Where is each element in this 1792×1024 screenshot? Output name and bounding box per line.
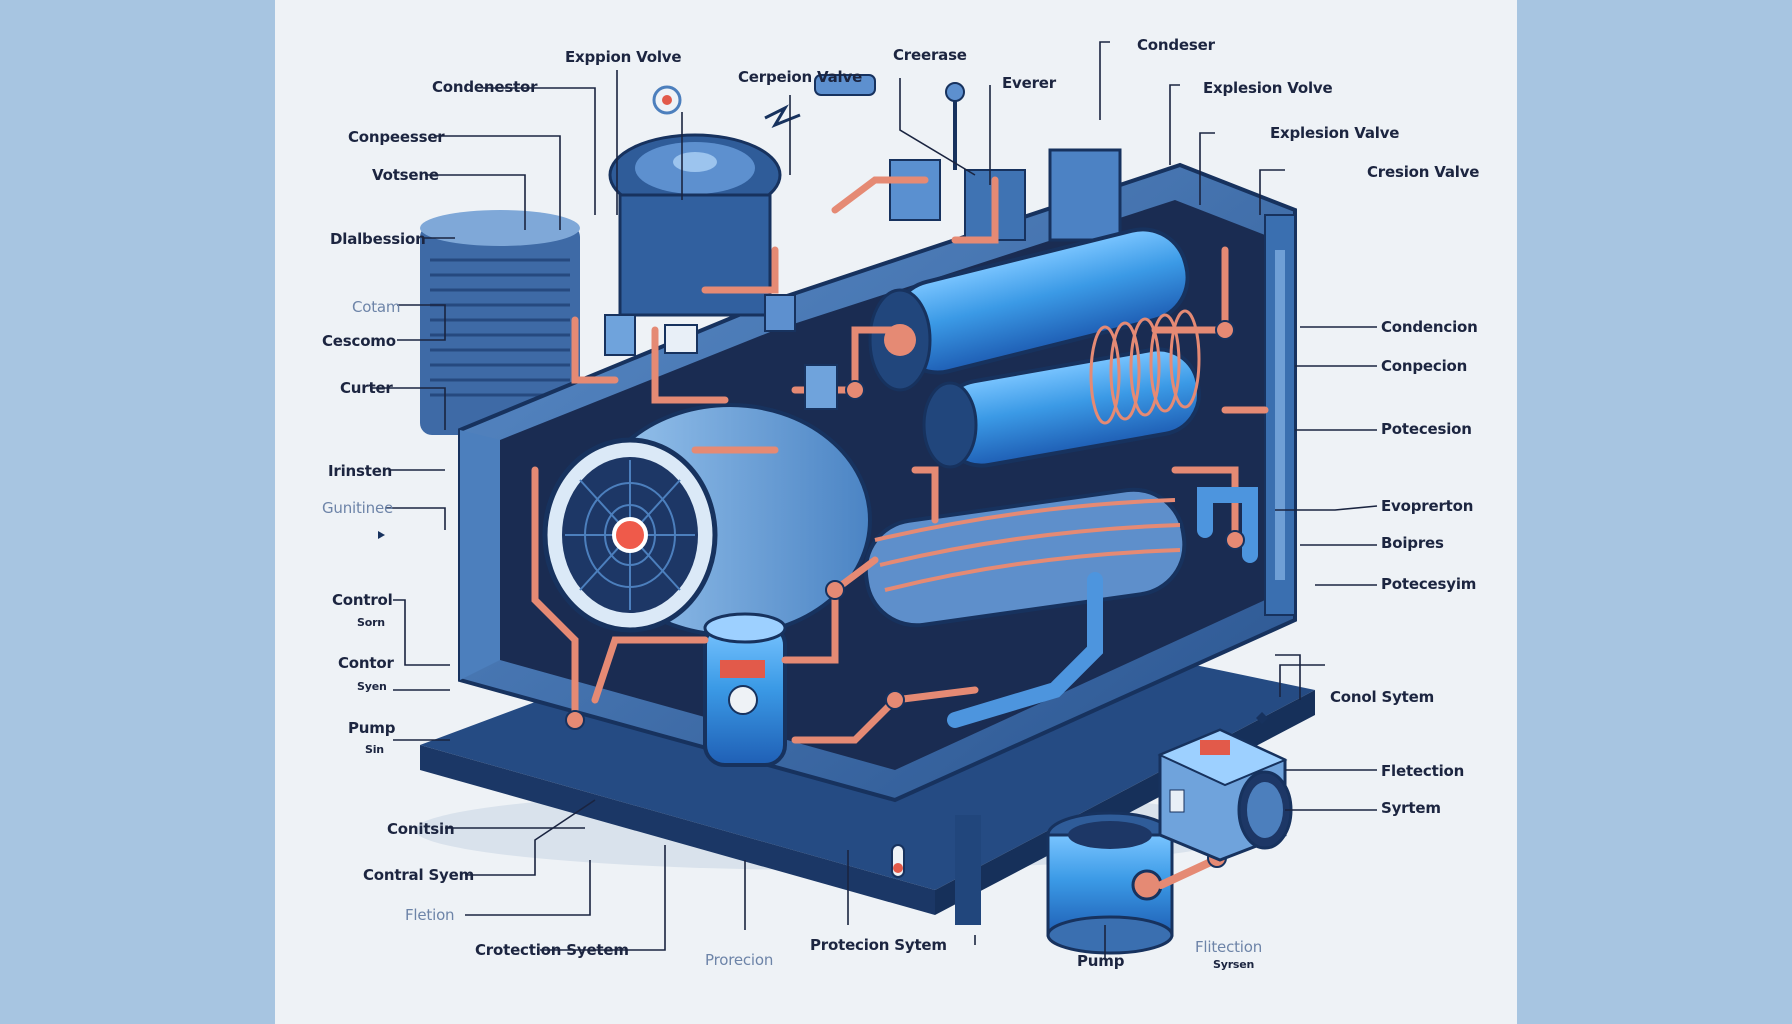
pump-stand-shadow	[955, 815, 981, 925]
label-boipres: Boipres	[1381, 534, 1444, 552]
standalone-filter-unit	[1157, 728, 1293, 862]
top-fan-box	[618, 193, 772, 317]
pump-outlet-pipe	[1157, 856, 1219, 889]
valve-d	[845, 380, 865, 400]
label-conol-sytem: Conol Sytem	[1330, 688, 1434, 706]
left-frame-band	[0, 0, 275, 1024]
top-valve-handle	[814, 74, 876, 96]
cabinet-left-panel	[460, 430, 500, 680]
label-control: Control	[332, 591, 393, 609]
compressor-label-tag	[720, 660, 765, 678]
pump-outlet-flange	[1131, 869, 1163, 901]
label-potecesion: Potecesion	[1381, 420, 1472, 438]
label-condencion: Condencion	[1381, 318, 1478, 336]
label-gunitinee: Gunitinee	[322, 499, 393, 517]
label-exppion-volve: Exppion Volve	[565, 48, 681, 66]
label-syrtem: Syrtem	[1381, 799, 1441, 817]
hvac-diagram: Condenestor Conpeesser Votsene Dlalbessi…	[322, 36, 1479, 971]
cooling-tower-grille	[430, 258, 570, 397]
leader-lines	[370, 41, 1378, 960]
label-explesion-valve: Explesion Valve	[1270, 124, 1399, 142]
label-conpeesser: Conpeesser	[348, 128, 445, 146]
pump-intake	[1068, 821, 1152, 849]
base-skid-front	[420, 745, 935, 915]
valve-f	[1225, 530, 1245, 550]
label-irinsten: Irinsten	[328, 462, 392, 480]
cooling-tower-body	[420, 225, 580, 435]
label-pump-bottom: Pump	[1077, 952, 1125, 970]
cooling-tower-top	[420, 210, 580, 246]
label-votsene: Votsene	[372, 166, 439, 184]
machine-illustration	[378, 74, 1315, 955]
filter-unit-top	[1157, 728, 1288, 787]
copper-pipe-network	[531, 176, 1269, 744]
label-explesion-volve: Explesion Volve	[1203, 79, 1332, 97]
label-curter: Curter	[340, 379, 393, 397]
pump-base	[1046, 915, 1174, 955]
diagram-canvas: Condenestor Conpeesser Votsene Dlalbessi…	[275, 0, 1517, 1024]
label-crotection-syetem: Crotection Syetem	[475, 941, 629, 959]
label-potecesyim: Potecesyim	[1381, 575, 1476, 593]
control-box-upper	[1048, 148, 1122, 242]
filter-unit-display	[1169, 789, 1185, 813]
valve-b	[825, 580, 845, 600]
valve-a	[565, 710, 585, 730]
labels-left: Condenestor Conpeesser Votsene Dlalbessi…	[322, 78, 629, 959]
labels-right: Condencion Conpecion Potecesion Evoprert…	[1330, 318, 1478, 817]
label-fletection: Fletection	[1381, 762, 1464, 780]
valve-c	[885, 690, 905, 710]
top-fan-cap	[673, 152, 717, 172]
pressure-switch-d	[764, 294, 796, 332]
pressure-switch-c	[804, 364, 838, 410]
label-sorn: Sorn	[357, 616, 385, 629]
fan-hub	[612, 517, 648, 553]
label-cescomo: Cescomo	[322, 332, 396, 350]
label-cerpeion-valve: Cerpeion Valve	[738, 68, 862, 86]
label-dlalbession: Dlalbession	[330, 230, 426, 248]
pressure-switch-b	[664, 324, 698, 354]
label-conpecion: Conpecion	[1381, 357, 1467, 375]
label-creerase: Creerase	[893, 46, 967, 64]
label-contor: Contor	[338, 654, 394, 672]
coil-windings	[1089, 309, 1201, 425]
label-condenestor: Condenestor	[432, 78, 538, 96]
compressor-cap	[703, 612, 787, 644]
label-cresion-valve: Cresion Valve	[1367, 163, 1479, 181]
right-frame-band	[1517, 0, 1792, 1024]
label-contral-syem: Contral Syem	[363, 866, 474, 884]
middle-tank-end	[922, 381, 978, 469]
refrigerant-drop-dot	[662, 95, 672, 105]
label-syen: Syen	[357, 680, 387, 693]
label-protecion-sytem: Protecion Sytem	[810, 936, 947, 954]
label-sin: Sin	[365, 743, 384, 756]
label-fletion: Fletion	[405, 906, 454, 924]
label-cotam: Cotam	[352, 298, 400, 316]
valve-block-top	[889, 159, 941, 221]
labels-top: Exppion Volve Cerpeion Valve Creerase Ev…	[565, 36, 1479, 181]
sight-glass-fluid	[893, 863, 903, 873]
labels-bottom: Prorecion Protecion Sytem Pump Flitectio…	[705, 936, 1262, 971]
antenna-knob	[945, 82, 965, 102]
label-syrsen: Syrsen	[1213, 958, 1254, 971]
filter-unit-fan-mesh	[1247, 782, 1283, 838]
label-evoprerton: Evoprerton	[1381, 497, 1473, 515]
arrow-marker	[378, 531, 385, 539]
label-conitsin: Conitsin	[387, 820, 454, 838]
label-prorecion: Prorecion	[705, 951, 773, 969]
spark-icon	[764, 104, 801, 129]
pressure-switch-a	[604, 314, 636, 356]
label-condeser: Condeser	[1137, 36, 1216, 54]
label-everer: Everer	[1002, 74, 1057, 92]
valve-e	[1215, 320, 1235, 340]
filter-unit-tag	[1200, 740, 1230, 755]
evaporator-tubes	[874, 498, 1181, 592]
label-flitection: Flitection	[1195, 938, 1262, 956]
label-pump-left: Pump	[348, 719, 396, 737]
compressor-gauge	[728, 685, 758, 715]
level-gauge-tube	[1275, 250, 1285, 580]
blue-pipe	[947, 487, 1258, 728]
inline-valves	[565, 294, 1245, 730]
diamond-marker	[1256, 712, 1268, 724]
